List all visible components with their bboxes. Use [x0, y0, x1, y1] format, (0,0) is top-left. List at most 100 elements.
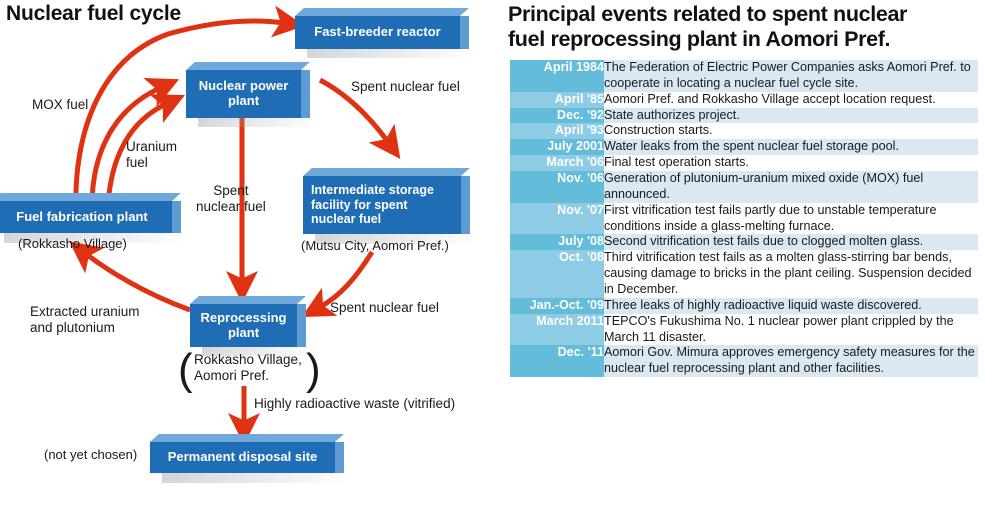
- reprocessing-label-line1: Reprocessing: [200, 309, 287, 325]
- panel-title-line1: Principal events related to spent nuclea…: [508, 2, 908, 26]
- permanent-disposal-site-label: Permanent disposal site: [167, 449, 318, 465]
- event-date-cell: July '08: [510, 234, 604, 251]
- storage-label-line3: nuclear fuel: [311, 212, 382, 227]
- node-intermediate-storage-facility[interactable]: Intermediate storage facility for spent …: [303, 168, 473, 244]
- box-top-face: [0, 193, 181, 201]
- flow-label-uranium-fuel: Uranium fuel: [126, 139, 177, 170]
- node-reprocessing-plant[interactable]: Reprocessing plant: [190, 296, 309, 356]
- reprocessing-label-line2: plant: [227, 324, 260, 340]
- arrow-npp-to-storage: [318, 77, 401, 159]
- npp-label-line1: Nuclear power: [198, 78, 289, 94]
- fuel-fabrication-plant-label: Fuel fabrication plant: [16, 208, 148, 224]
- box-side-face: [461, 176, 470, 234]
- events-panel: Principal events related to spent nuclea…: [500, 0, 985, 530]
- flow-label-vitrified-waste: Highly radioactive waste (vitrified): [254, 396, 456, 411]
- node-label: Permanent disposal site: [150, 442, 335, 473]
- event-description-cell: Final test operation starts.: [604, 155, 978, 172]
- fuel-fabrication-caption: (Rokkasho Village): [18, 236, 127, 251]
- flow-arrows-layer: [69, 5, 401, 445]
- event-date-cell: Nov. '06: [510, 171, 604, 203]
- panel-title-line2: fuel reprocessing plant in Aomori Pref.: [508, 26, 891, 51]
- spent-center-line1: Spent: [213, 183, 249, 198]
- panel-title: Principal events related to spent nuclea…: [508, 2, 982, 51]
- box-top-face: [190, 296, 306, 304]
- node-label: Nuclear power plant: [186, 70, 301, 118]
- arrow-fabrication-to-npp-uranium: [105, 94, 185, 209]
- event-description-cell: Water leaks from the spent nuclear fuel …: [604, 139, 978, 156]
- box-shadow: [4, 233, 184, 243]
- npp-label-line2: plant: [227, 93, 260, 108]
- event-date-cell: Oct. '08: [510, 250, 604, 298]
- box-shadow: [198, 117, 313, 127]
- node-label: Reprocessing plant: [190, 304, 297, 347]
- event-description-cell: TEPCO's Fukushima No. 1 nuclear power pl…: [604, 313, 978, 346]
- uranium-fuel-line1: Uranium: [126, 139, 178, 154]
- arrow-reprocessing-to-fabrication: [69, 241, 191, 313]
- extracted-line1: Extracted uranium: [30, 304, 140, 319]
- event-description-cell: State authorizes project.: [604, 107, 978, 124]
- node-fast-breeder-reactor[interactable]: Fast-breeder reactor: [295, 8, 472, 58]
- box-side-face: [460, 16, 469, 49]
- flow-label-mox-fuel: MOX fuel: [32, 97, 89, 112]
- event-date-cell: March 2011: [510, 313, 604, 346]
- fast-breeder-reactor-label: Fast-breeder reactor: [314, 24, 441, 40]
- arrow-fabrication-to-npp-mox: [89, 77, 180, 207]
- node-fuel-fabrication-plant[interactable]: Fuel fabrication plant: [0, 193, 184, 243]
- box-shadow: [162, 473, 347, 483]
- event-description-cell: First vitrification test fails partly du…: [604, 202, 978, 235]
- event-description-cell: Aomori Gov. Mimura approves emergency sa…: [604, 345, 978, 378]
- box-shadow: [202, 346, 309, 356]
- diagram-title: Nuclear fuel cycle: [6, 2, 181, 25]
- box-top-face: [186, 62, 310, 70]
- box-top-face: [303, 168, 470, 176]
- nuclear-fuel-cycle-diagram: Nuclear fuel cycle: [0, 2, 473, 483]
- event-date-cell: April '85: [510, 91, 604, 108]
- storage-label-line2: facility for spent: [311, 197, 408, 212]
- brace-left-paren: (: [178, 345, 193, 394]
- event-date-cell: July 2001: [510, 139, 604, 156]
- event-date-cell: Nov. '07: [510, 202, 604, 235]
- storage-label-line1: Intermediate storage: [311, 183, 434, 198]
- box-top-face: [150, 434, 344, 442]
- permanent-disposal-caption: (not yet chosen): [44, 447, 138, 462]
- flow-label-spent-fuel-center: Spent nuclear fuel: [196, 183, 266, 214]
- arrow-fabrication-to-fastbreeder: [73, 5, 305, 209]
- spent-center-line2: nuclear fuel: [196, 198, 266, 214]
- node-label: Fast-breeder reactor: [295, 16, 460, 49]
- event-date-cell: Dec. '92: [510, 107, 604, 124]
- event-date-cell: April '93: [510, 123, 604, 140]
- flow-label-spent-fuel-top-right: Spent nuclear fuel: [351, 79, 460, 94]
- box-shadow: [315, 234, 473, 244]
- reprocessing-caption-line1: Rokkasho Village,: [194, 352, 302, 367]
- event-description-cell: Aomori Pref. and Rokkasho Village accept…: [604, 91, 978, 108]
- event-date-cell: Jan.-Oct. '09: [510, 297, 604, 314]
- intermediate-storage-caption: (Mutsu City, Aomori Pref.): [301, 238, 449, 253]
- node-nuclear-power-plant[interactable]: Nuclear power plant: [186, 62, 313, 127]
- event-date-cell: Dec. '11: [510, 345, 604, 378]
- flow-label-extracted-uranium-plutonium: Extracted uranium and plutonium: [30, 304, 140, 335]
- extracted-line2: and plutonium: [30, 319, 115, 335]
- box-shadow: [307, 48, 472, 58]
- node-label: Fuel fabrication plant: [0, 201, 172, 233]
- event-description-cell: Second vitrification test fails due to c…: [604, 234, 978, 251]
- event-description-cell: Third vitrification test fails as a molt…: [604, 250, 978, 298]
- brace-right-paren: ): [306, 345, 321, 394]
- node-permanent-disposal-site[interactable]: Permanent disposal site: [150, 434, 347, 483]
- arrow-storage-to-reprocessing: [301, 250, 375, 318]
- box-side-face: [297, 304, 306, 347]
- event-date-cell: March '06: [510, 155, 604, 172]
